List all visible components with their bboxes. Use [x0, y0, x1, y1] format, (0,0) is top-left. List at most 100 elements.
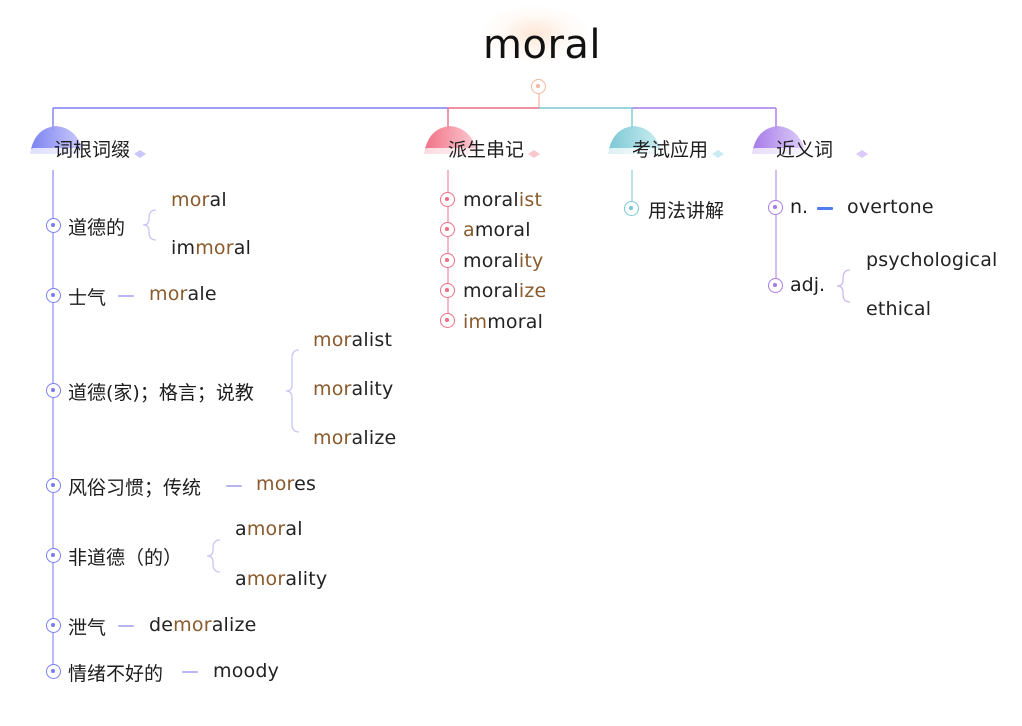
umbrella-tip	[528, 150, 540, 158]
derived-suffix: ize	[518, 280, 547, 302]
category-exam[interactable]: 考试应用	[632, 139, 709, 161]
umbrella-dome	[608, 126, 662, 154]
word-rest: ale	[187, 283, 217, 305]
meaning-label: 士气	[68, 287, 107, 309]
word-rest: ality	[351, 378, 394, 400]
word-root: mor	[313, 378, 352, 400]
word-rest: al	[209, 189, 227, 211]
node-expand-icon[interactable]	[768, 278, 783, 293]
root-expand-icon[interactable]	[531, 79, 546, 94]
word-entry: moralist	[313, 329, 392, 351]
root-word: moral	[483, 22, 602, 68]
synonym-word: psychological	[866, 249, 998, 271]
derived-word: moralize	[463, 280, 546, 302]
category-synonyms[interactable]: 近义词	[776, 139, 834, 161]
word-root: mor	[256, 473, 295, 495]
word-entry: moral	[171, 189, 227, 211]
umbrella-icon-graphic	[606, 126, 724, 160]
word-root: mor	[149, 283, 188, 305]
word-entry: moralize	[313, 427, 396, 449]
umbrella-icon	[606, 124, 726, 170]
meaning-label: 非道德（的）	[68, 547, 183, 569]
node-expand-icon[interactable]	[46, 664, 61, 679]
pos-label: adj.	[790, 274, 826, 296]
word-entry: morality	[313, 378, 393, 400]
node-expand-icon[interactable]	[46, 478, 61, 493]
umbrella-dome	[30, 126, 84, 154]
category-derived[interactable]: 派生串记	[448, 139, 525, 161]
word-root: mor	[173, 614, 212, 636]
word-root: mor	[195, 237, 234, 259]
word-prefix: im	[171, 237, 196, 259]
umbrella-dome	[424, 126, 478, 154]
exam-item[interactable]: 用法讲解	[648, 200, 725, 222]
derived-base: moral	[463, 280, 519, 302]
umbrella-tip	[856, 150, 868, 158]
word-entry: immoral	[171, 237, 251, 259]
word-entry: mores	[256, 473, 316, 495]
meaning-label: 风俗习惯；传统	[68, 477, 202, 499]
brace-connector	[142, 209, 157, 241]
node-expand-icon[interactable]	[46, 618, 61, 633]
word-entry: morale	[149, 283, 217, 305]
node-expand-icon[interactable]	[46, 548, 61, 563]
umbrella-band	[606, 148, 724, 160]
word-root: mor	[313, 329, 352, 351]
node-expand-icon[interactable]	[440, 222, 455, 237]
derived-suffix: ist	[518, 189, 543, 211]
node-expand-icon[interactable]	[46, 288, 61, 303]
umbrella-icon	[422, 124, 542, 170]
derived-prefix: im	[463, 311, 488, 333]
word-rest: es	[294, 473, 317, 495]
word-root: mor	[246, 518, 286, 540]
synonym-word: ethical	[866, 298, 932, 320]
word-entry: demoralize	[149, 614, 257, 636]
root-halo	[480, 4, 590, 64]
word-entry: amorality	[235, 568, 327, 590]
derived-word: morality	[463, 250, 543, 272]
word-root: mor	[171, 189, 210, 211]
meaning-label: 泄气	[68, 617, 107, 639]
dash-connector	[817, 207, 833, 210]
word-entry: amoral	[235, 518, 303, 540]
dash-connector	[182, 671, 198, 673]
umbrella-band	[750, 148, 868, 160]
derived-base: moral	[463, 250, 519, 272]
word-rest: alize	[351, 427, 397, 449]
node-expand-icon[interactable]	[768, 200, 783, 215]
word-rest: alist	[351, 329, 393, 351]
node-expand-icon[interactable]	[46, 383, 61, 398]
derived-word: amoral	[463, 219, 531, 241]
pos-label: n.	[790, 196, 809, 218]
node-expand-icon[interactable]	[440, 192, 455, 207]
node-expand-icon[interactable]	[46, 218, 61, 233]
node-expand-icon[interactable]	[440, 253, 455, 268]
category-roots[interactable]: 词根词缀	[54, 139, 131, 161]
umbrella-icon-graphic	[422, 126, 540, 160]
umbrella-band	[422, 148, 540, 160]
synonym-word: overtone	[847, 196, 934, 218]
umbrella-icon-graphic	[750, 126, 868, 160]
derived-word: immoral	[463, 311, 543, 333]
word-prefix: de	[149, 614, 174, 636]
word-prefix: a	[235, 518, 247, 540]
derived-prefix: a	[463, 219, 475, 241]
word-entry: moody	[213, 660, 280, 682]
derived-base: moral	[463, 189, 519, 211]
brace-connector	[285, 349, 300, 433]
brace-connector	[836, 269, 851, 303]
node-expand-icon[interactable]	[440, 313, 455, 328]
meaning-label: 情绪不好的	[68, 663, 164, 685]
umbrella-dome	[752, 126, 806, 154]
umbrella-icon	[750, 124, 870, 170]
umbrella-tip	[712, 150, 724, 158]
umbrella-icon	[28, 124, 148, 170]
node-expand-icon[interactable]	[624, 201, 639, 216]
word-rest: al	[233, 237, 252, 259]
node-expand-icon[interactable]	[440, 283, 455, 298]
derived-base: moral	[487, 311, 544, 333]
meaning-label: 道德的	[68, 217, 126, 239]
dash-connector	[118, 625, 134, 627]
word-rest: alize	[211, 614, 257, 636]
word-root: mor	[313, 427, 352, 449]
